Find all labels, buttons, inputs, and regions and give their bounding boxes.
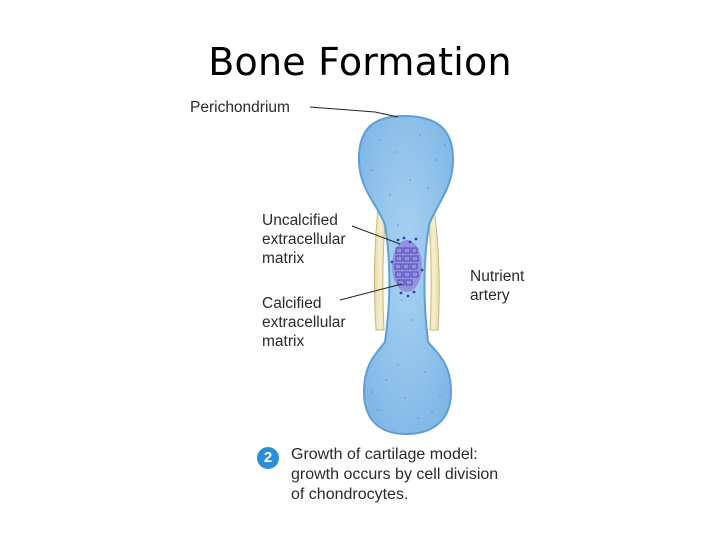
label-uncalcified-matrix: Uncalcified extracellular matrix [262, 212, 346, 267]
step-number-badge: 2 [257, 447, 279, 469]
perichondrium-band-right [427, 207, 440, 331]
leader-lines [309, 106, 403, 301]
label-nutrient-artery: Nutrient artery [470, 268, 525, 304]
label-perichondrium: Perichondrium [190, 99, 290, 116]
slide-title: Bone Formation [208, 40, 512, 84]
calcified-region [390, 236, 424, 298]
leader-calcified [339, 283, 403, 301]
leader-perichondrium [309, 106, 399, 118]
label-calcified-matrix: Calcified extracellular matrix [262, 295, 346, 350]
chondrocyte-speckles [371, 134, 446, 419]
step-caption: Growth of cartilage model: growth occurs… [291, 446, 499, 503]
leader-uncalcified [351, 225, 401, 245]
